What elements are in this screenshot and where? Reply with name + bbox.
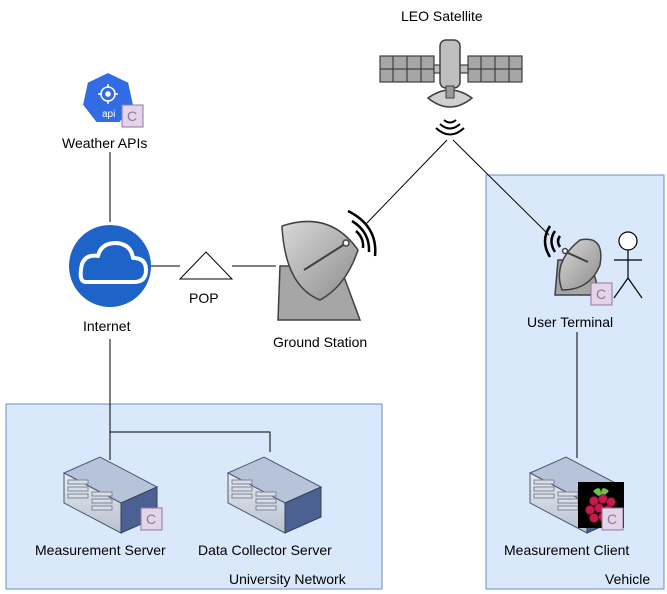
container-badge-text: C [146, 511, 156, 527]
weather-apis-label: Weather APIs [62, 135, 148, 151]
container-badge-text: C [127, 108, 137, 124]
api-icon: api [80, 70, 136, 124]
pop-router-icon [178, 251, 234, 280]
measurement-server-container-badge: C [140, 507, 163, 531]
connections [109, 139, 578, 460]
container-badge-text: C [596, 286, 606, 302]
container-badge-text: C [607, 511, 617, 527]
user-person-icon [613, 231, 643, 299]
data-collector-label: Data Collector Server [198, 542, 332, 558]
line-satellite-userterminal [452, 139, 550, 236]
cloud-icon [69, 225, 151, 307]
measurement-client-container-badge: C [601, 507, 624, 531]
satellite-label: LEO Satellite [401, 8, 483, 24]
vehicle-label: Vehicle [605, 571, 651, 587]
satellite-icon [379, 39, 523, 136]
api-text: api [102, 109, 115, 120]
ground-station-dish-icon [277, 209, 377, 321]
measurement-server-icon [62, 456, 159, 534]
measurement-client-label: Measurement Client [504, 542, 630, 558]
user-terminal-container-badge: C [590, 282, 613, 306]
line-groundstation-satellite [365, 139, 448, 225]
user-terminal-dish-icon [543, 225, 602, 296]
pop-label: POP [189, 290, 219, 306]
university-network-label: University Network [229, 571, 346, 587]
ground-station-label: Ground Station [273, 334, 368, 350]
measurement-server-label: Measurement Server [35, 542, 166, 558]
user-terminal-label: User Terminal [527, 314, 614, 330]
line-internet-servers [109, 339, 271, 452]
internet-label: Internet [83, 318, 131, 334]
data-collector-server-icon [226, 456, 323, 534]
weather-container-badge: C [121, 104, 144, 128]
